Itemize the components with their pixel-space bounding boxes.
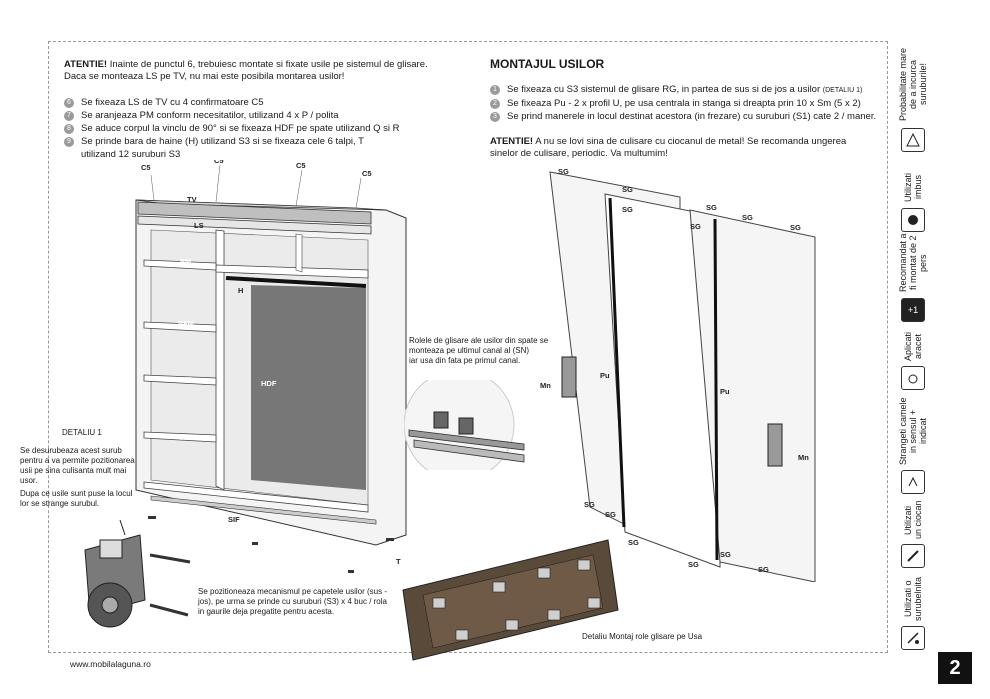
screwdriver-icon bbox=[901, 626, 925, 650]
svg-text:SG: SG bbox=[622, 205, 633, 214]
footer-url: www.mobilalaguna.ro bbox=[70, 659, 151, 669]
svg-text:SG: SG bbox=[690, 222, 701, 231]
warning-line1: Inainte de punctul 6, trebuiesc montate … bbox=[107, 59, 428, 70]
sidebar-item-hammer: Utilizati un ciocan bbox=[898, 500, 928, 568]
svg-text:SG: SG bbox=[622, 185, 633, 194]
warning-label: ATENTIE! bbox=[64, 59, 108, 70]
svg-text:SG: SG bbox=[706, 203, 717, 212]
rail-detail-illustration bbox=[404, 380, 525, 470]
sidebar-item-two-persons: Recomandat a fi montat de 2 pers +1 bbox=[898, 232, 928, 322]
svg-text:SG: SG bbox=[628, 538, 639, 547]
rail-note: Rolele de glisare ale usilor din spate s… bbox=[409, 336, 549, 365]
svg-text:SG: SG bbox=[605, 510, 616, 519]
detail1-text1: Se desurubeaza acest surub pentru a va p… bbox=[20, 446, 135, 485]
svg-text:SG: SG bbox=[742, 213, 753, 222]
page-number: 2 bbox=[938, 652, 972, 684]
label-c5-b: C5 bbox=[214, 160, 224, 165]
hex-key-icon bbox=[901, 208, 925, 232]
doors-illustration: SG SG SG SG SG SG SG SG SG SG SG SG SG P… bbox=[540, 167, 816, 582]
label-pm-1: PM bbox=[180, 257, 191, 266]
detail1-caption: Se pozitioneaza mecanismul pe capetele u… bbox=[198, 587, 387, 616]
sidebar-item-warning: Probabilitate mare de a incurca suruburi… bbox=[898, 44, 928, 152]
detail1-title: DETALIU 1 bbox=[62, 428, 102, 437]
glue-icon bbox=[901, 366, 925, 390]
svg-text:Pu: Pu bbox=[600, 371, 610, 380]
label-pfm: PFM bbox=[178, 319, 194, 328]
wardrobe-illustration: C5 C5 C5 C5 TV LS PM PF H PFM PM HDF PM … bbox=[135, 160, 407, 573]
svg-text:SG: SG bbox=[584, 500, 595, 509]
svg-text:SG: SG bbox=[558, 167, 569, 176]
warning-icon bbox=[901, 128, 925, 152]
svg-text:SG: SG bbox=[758, 565, 769, 574]
svg-text:Pu: Pu bbox=[720, 387, 730, 396]
warning-line2: Daca se monteaza LS pe TV, nu mai este p… bbox=[64, 71, 345, 82]
two-persons-icon: +1 bbox=[901, 298, 925, 322]
svg-text:SG: SG bbox=[720, 550, 731, 559]
sidebar-item-cam-lock: Strangeti camele in sensul + indicat bbox=[898, 396, 928, 494]
svg-text:SG: SG bbox=[790, 223, 801, 232]
detail1-text2: Dupa ce usile sunt puse la locul lor se … bbox=[20, 489, 133, 508]
label-ls: LS bbox=[194, 221, 204, 230]
warning-block: ATENTIE! Inainte de punctul 6, trebuiesc… bbox=[64, 59, 484, 83]
label-pm-2: PM bbox=[180, 375, 191, 384]
label-t: T bbox=[396, 557, 401, 566]
label-sif: SIF bbox=[228, 515, 240, 524]
cam-lock-icon bbox=[901, 470, 925, 494]
label-tv: TV bbox=[187, 195, 197, 204]
sidebar-item-screwdriver: Utilizati o surubelnita bbox=[898, 576, 928, 650]
hammer-icon bbox=[901, 544, 925, 568]
label-c5-a: C5 bbox=[141, 163, 151, 172]
roller-mechanism-illustration bbox=[84, 520, 191, 628]
montaj-title: MONTAJUL USILOR bbox=[490, 57, 605, 71]
label-c5-c: C5 bbox=[296, 161, 306, 170]
label-c5-d: C5 bbox=[362, 169, 372, 178]
step-9-cont: utilizand 12 suruburi S3 bbox=[81, 149, 181, 160]
sidebar-item-glue: Aplicati aracet bbox=[898, 330, 928, 390]
sidebar-item-hex-key: Utilizati imbus bbox=[898, 170, 928, 232]
svg-text:SG: SG bbox=[688, 560, 699, 569]
label-pm-3: PM bbox=[180, 433, 191, 442]
label-hdf: HDF bbox=[261, 379, 277, 388]
label-pf: PF bbox=[270, 266, 280, 275]
door-rollers-detail-illustration bbox=[402, 539, 619, 661]
page-border bbox=[48, 41, 888, 653]
detail-caption: Detaliu Montaj role glisare pe Usa bbox=[582, 632, 703, 641]
svg-text:Mn: Mn bbox=[540, 381, 551, 390]
montaj-warning: ATENTIE! A nu se lovi sina de culisare c… bbox=[490, 136, 847, 159]
label-h: H bbox=[238, 286, 243, 295]
svg-text:Mn: Mn bbox=[798, 453, 809, 462]
